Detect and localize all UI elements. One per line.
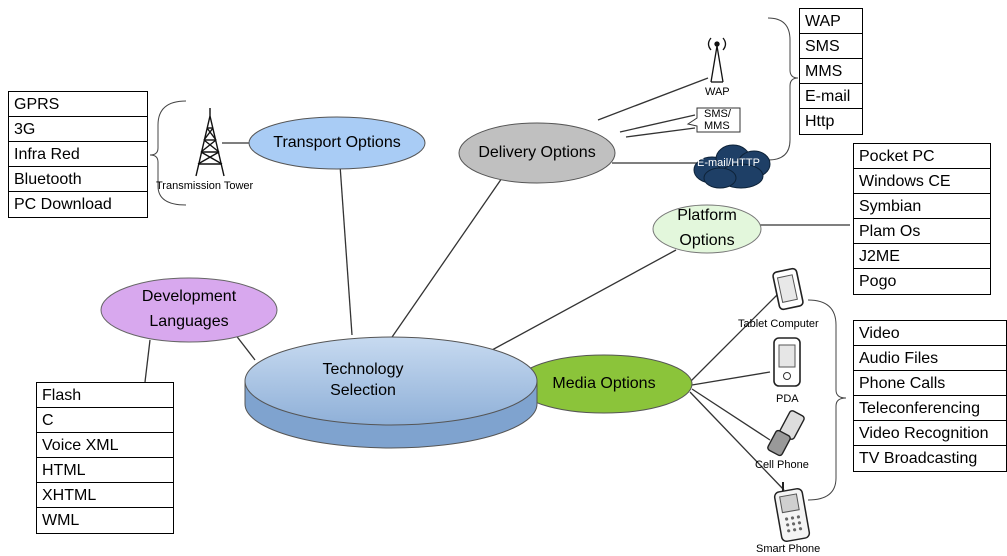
list-item: Pogo — [859, 273, 897, 290]
list-item: Video — [854, 321, 1006, 346]
connector-wap — [597, 77, 709, 121]
connector-device-pda — [691, 371, 771, 386]
list-item: Pocket PC — [854, 144, 990, 169]
list-item: Bluetooth — [9, 167, 147, 192]
connector-device-smart — [689, 391, 785, 491]
development-languages-list: Flash C Voice XML HTML XHTML WML — [36, 382, 174, 534]
transport-options-label: Transport Options — [273, 134, 401, 151]
brace-transport — [149, 100, 187, 206]
list-item: Flash — [37, 383, 173, 408]
tablet-computer-icon — [772, 267, 804, 311]
list-item: Teleconferencing — [854, 396, 1006, 421]
list-item: SMS — [800, 34, 862, 59]
list-item: Audio Files — [854, 346, 1006, 371]
media-options-label: Media Options — [552, 375, 656, 392]
smart-phone-icon — [773, 482, 811, 543]
platform-options-ellipse[interactable] — [652, 204, 762, 254]
list-item: Phone Calls — [854, 371, 1006, 396]
list-item: Infra Red — [9, 142, 147, 167]
list-item: E-mail — [800, 84, 862, 109]
delivery-options-ellipse[interactable] — [458, 122, 616, 184]
tablet-computer-caption: Tablet Computer — [738, 318, 819, 330]
list-item: WAP — [800, 9, 862, 34]
list-item: J2ME — [854, 244, 990, 269]
wap-caption: WAP — [705, 86, 730, 98]
connector-delivery — [389, 177, 503, 341]
list-item: PC Download — [14, 196, 112, 213]
list-item: MMS — [800, 59, 862, 84]
connector-sms-2 — [625, 127, 696, 138]
transport-options-ellipse[interactable] — [248, 116, 426, 170]
connector-device-cell — [691, 388, 771, 441]
connector-device-tablet — [689, 291, 781, 383]
transmission-tower-caption: Transmission Tower — [156, 180, 254, 192]
sms-caption-1: SMS/ — [704, 108, 731, 120]
list-item: HTML — [37, 458, 173, 483]
delivery-options-label: Delivery Options — [478, 144, 596, 161]
list-item: C — [37, 408, 173, 433]
cell-phone-caption: Cell Phone — [755, 459, 809, 471]
list-item: TV Broadcasting — [859, 450, 978, 467]
list-item: Plam Os — [854, 219, 990, 244]
wap-antenna-icon — [707, 37, 727, 83]
sms-caption-2: MMS — [704, 120, 730, 132]
platform-options-label-2: Options — [679, 232, 735, 249]
brace-media — [807, 299, 847, 501]
development-languages-label-2: Languages — [149, 313, 229, 330]
list-item: Http — [805, 113, 835, 130]
list-item: Symbian — [854, 194, 990, 219]
pda-caption: PDA — [776, 393, 799, 405]
technology-selection-label-1: Technology — [322, 361, 404, 378]
list-item: 3G — [9, 117, 147, 142]
delivery-options-list: WAP SMS MMS E-mail Http — [799, 8, 863, 135]
development-languages-ellipse[interactable] — [100, 277, 278, 343]
technology-selection-disc[interactable] — [244, 336, 538, 449]
brace-delivery — [767, 17, 799, 161]
connector-platform — [469, 249, 677, 363]
list-item: GPRS — [9, 92, 147, 117]
list-item: Voice XML — [37, 433, 173, 458]
connector-transport — [339, 164, 353, 336]
smart-phone-caption: Smart Phone — [756, 543, 821, 555]
transmission-tower-icon — [195, 108, 225, 177]
platform-options-list: Pocket PC Windows CE Symbian Plam Os J2M… — [853, 143, 991, 295]
list-item: WML — [42, 512, 80, 529]
transport-options-list: GPRS 3G Infra Red Bluetooth PC Download — [8, 91, 148, 218]
list-item: Video Recognition — [854, 421, 1006, 446]
connector-sms-1 — [619, 114, 696, 133]
media-options-list: Video Audio Files Phone Calls Teleconfer… — [853, 320, 1007, 472]
list-item: Windows CE — [854, 169, 990, 194]
technology-selection-label-2: Selection — [330, 382, 396, 399]
sms-bubble-icon — [686, 107, 741, 133]
cell-phone-icon — [767, 410, 805, 457]
email-http-cloud-icon — [693, 144, 771, 189]
email-http-caption: E-mail/HTTP — [697, 157, 760, 169]
list-item: XHTML — [37, 483, 173, 508]
platform-options-label-1: Platform — [677, 207, 737, 224]
development-languages-label-1: Development — [141, 288, 237, 305]
connector-devlist — [144, 339, 151, 383]
pda-icon — [773, 337, 801, 387]
